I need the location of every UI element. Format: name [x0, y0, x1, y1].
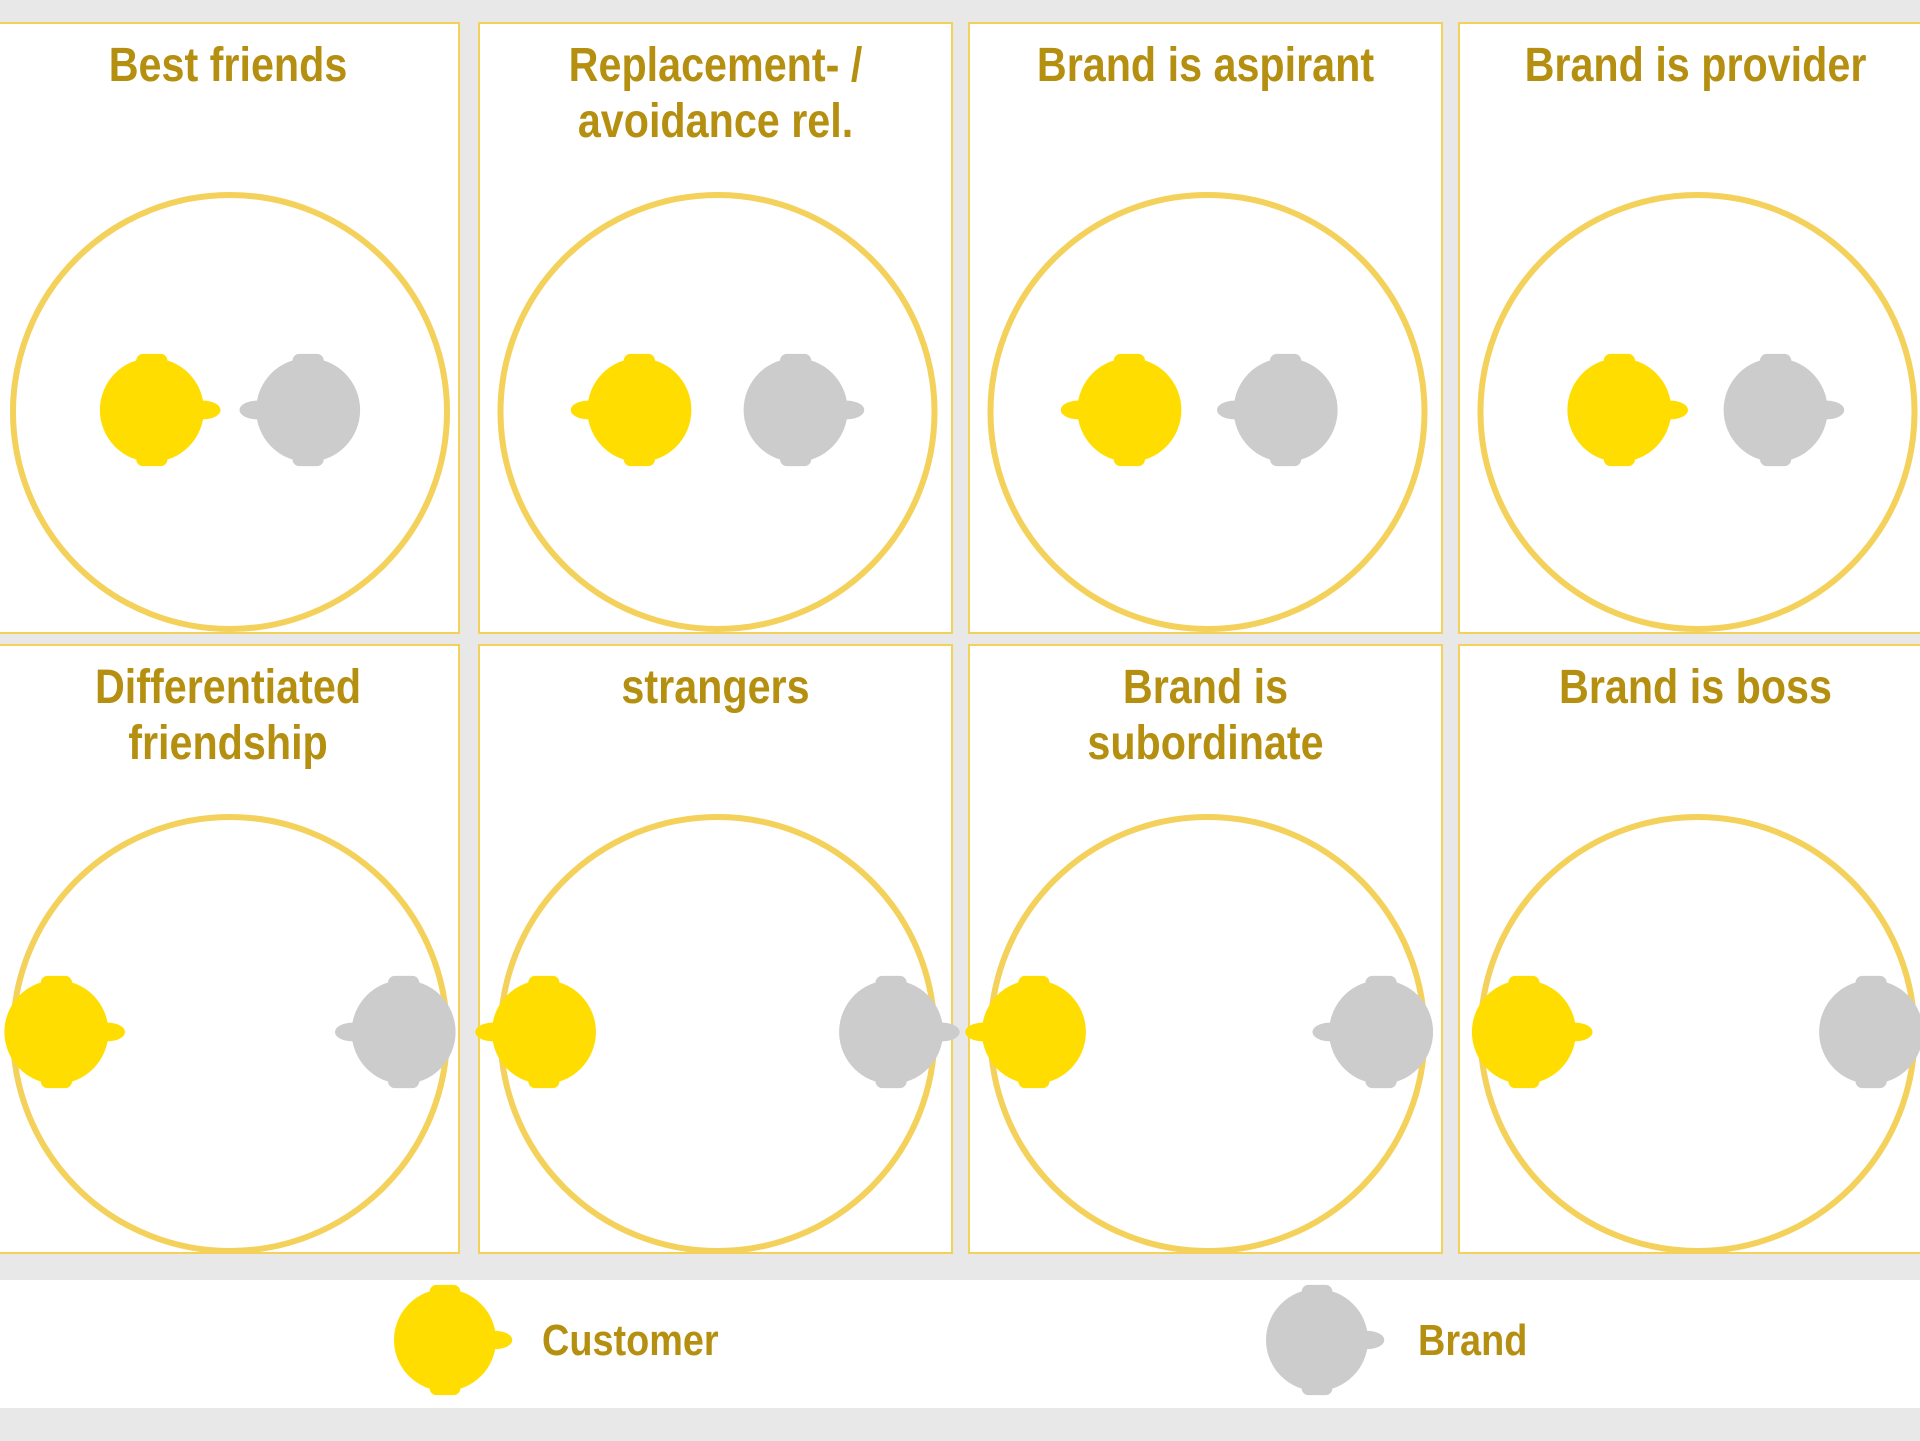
panel-title: Brand is aspirant [1036, 39, 1375, 92]
relationship-diagram [497, 192, 938, 632]
panel-brand-is-aspirant: Brand is aspirant [968, 22, 1443, 634]
panel-title: Brand is subordinate [1087, 661, 1324, 770]
relationship-circle [10, 192, 450, 632]
relationship-diagram [987, 192, 1428, 632]
relationship-diagram [1477, 192, 1918, 632]
brand-head-icon [1723, 353, 1845, 467]
brand-head-icon [1312, 975, 1434, 1089]
panel-differentiated-friendship: Differentiated friendship [0, 644, 460, 1254]
panel-title: Brand is provider [1524, 39, 1867, 92]
brand-head-icon [1819, 975, 1920, 1089]
panel-best-friends: Best friends [0, 22, 460, 634]
relationship-diagram [965, 814, 1434, 1254]
brand-head-icon [239, 353, 361, 467]
legend: Customer Brand [0, 1280, 1920, 1408]
brand-legend-icon [1266, 1284, 1385, 1396]
relationship-circle [987, 192, 1428, 632]
panel-brand-is-subordinate: Brand is subordinate [965, 644, 1443, 1254]
customer-head-icon [1060, 353, 1182, 467]
panel-title: Best friends [108, 39, 348, 92]
customer-legend-label: Customer [542, 1316, 719, 1365]
relationship-diagram [475, 814, 960, 1254]
brand-head-icon [334, 975, 456, 1089]
relationship-circle [497, 192, 938, 632]
brand-head-icon [1216, 353, 1338, 467]
brand-head-icon [839, 975, 960, 1089]
customer-head-icon [4, 975, 126, 1089]
relationship-diagram [10, 192, 450, 632]
panel-brand-is-provider: Brand is provider [1458, 22, 1920, 634]
brand-head-icon [743, 353, 865, 467]
customer-head-icon [570, 353, 692, 467]
customer-head-icon [965, 975, 1086, 1089]
relationship-diagram [4, 814, 456, 1254]
customer-head-icon [1567, 353, 1689, 467]
panel-brand-is-boss: Brand is boss [1458, 644, 1920, 1254]
customer-head-icon [1471, 975, 1593, 1089]
brand-head-icon [1266, 1284, 1385, 1396]
customer-head-icon [475, 975, 596, 1089]
relationship-diagram [1471, 814, 1920, 1254]
customer-legend-icon [394, 1284, 513, 1396]
customer-head-icon [394, 1284, 513, 1396]
panel-title: Brand is boss [1559, 661, 1832, 714]
panel-replacement-avoidance: Replacement- / avoidance rel. [478, 22, 953, 634]
panel-title: Replacement- / avoidance rel. [568, 39, 863, 148]
panel-title: Differentiated friendship [94, 661, 362, 770]
relationship-circle [1477, 192, 1918, 632]
brand-legend-label: Brand [1418, 1316, 1528, 1365]
customer-head-icon [99, 353, 221, 467]
panel-strangers: strangers [475, 644, 960, 1254]
panel-title: strangers [621, 661, 810, 714]
